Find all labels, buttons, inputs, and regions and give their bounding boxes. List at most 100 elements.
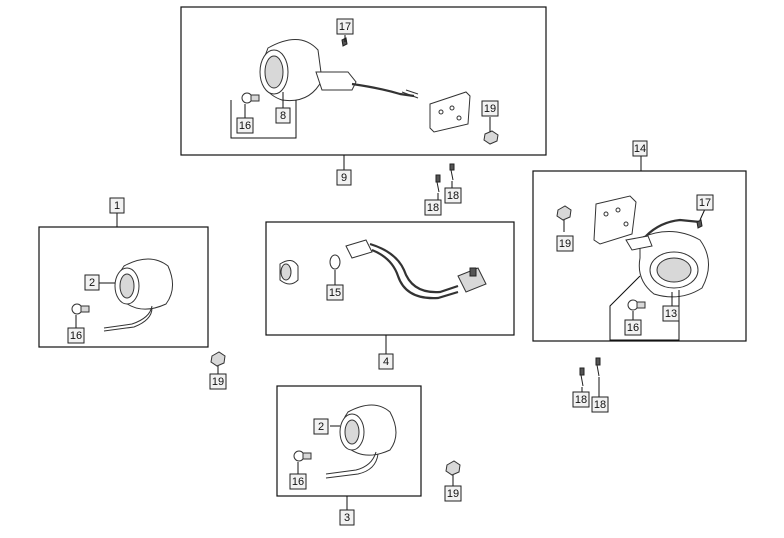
indicator-wire-end — [401, 89, 419, 99]
callout-number: 16 — [292, 476, 304, 488]
callout-number: 17 — [699, 197, 711, 209]
indicator-stem-right — [625, 235, 653, 251]
indicator-stem — [315, 71, 357, 91]
bracket-hole-1 — [438, 109, 444, 115]
callout-number: 14 — [634, 143, 646, 155]
callout-number: 18 — [594, 399, 606, 411]
callout-c16d: 16 — [624, 319, 642, 336]
callout-box — [662, 305, 680, 322]
callout-number: 19 — [447, 488, 459, 500]
assembly-4-frame — [265, 221, 515, 336]
callout-box — [326, 284, 344, 301]
callout-c8: 8 — [275, 107, 291, 124]
callout-box — [444, 485, 462, 502]
callout-c19d: 19 — [556, 235, 574, 252]
callout-c1: 1 — [109, 197, 125, 214]
harness-wire-2 — [371, 248, 459, 300]
callout-c19b: 19 — [444, 485, 462, 502]
leader-17-right — [699, 208, 706, 221]
callout-box — [289, 473, 307, 490]
screws-18-center — [435, 163, 455, 200]
callout-number: 1 — [114, 200, 120, 212]
callout-c19a: 19 — [209, 373, 227, 390]
callout-c3: 3 — [339, 509, 355, 526]
socket-15 — [345, 239, 373, 259]
screw-18-c — [579, 367, 585, 387]
bracket-line-9 — [230, 100, 297, 139]
bulb-16-a — [71, 303, 90, 315]
bracket-hole-3 — [456, 115, 462, 121]
bulb-16-right — [627, 299, 646, 311]
callout-c18a: 18 — [424, 199, 442, 216]
callout-box — [632, 140, 648, 157]
callout-c4: 4 — [378, 353, 394, 370]
screw-18-b — [449, 163, 455, 181]
wire-a — [103, 305, 153, 332]
assembly-3-group — [276, 385, 422, 510]
callout-c16c: 16 — [236, 117, 254, 134]
callout-box — [481, 100, 499, 117]
bulb-15 — [329, 254, 341, 270]
callout-box — [236, 117, 254, 134]
callout-box — [591, 396, 609, 413]
callout-c2b: 2 — [313, 418, 329, 435]
callout-c18c: 18 — [572, 391, 590, 408]
assembly-1-group — [38, 213, 209, 348]
lens-8-inner — [264, 55, 284, 89]
callout-number: 13 — [665, 308, 677, 320]
callout-c2a: 2 — [84, 274, 100, 291]
callout-box — [67, 327, 85, 344]
connector-clip — [469, 267, 477, 277]
callout-c19c: 19 — [481, 100, 499, 117]
callout-number: 16 — [239, 120, 251, 132]
callout-c13: 13 — [662, 305, 680, 322]
mounting-bracket-right — [593, 195, 637, 245]
callout-number: 18 — [427, 202, 439, 214]
callout-number: 17 — [339, 21, 351, 33]
bracket-r-hole-2 — [615, 207, 621, 213]
nut-19-top — [483, 130, 499, 145]
screws-18-right — [579, 357, 601, 397]
screw-18-a — [435, 174, 441, 193]
harness-wire-1 — [369, 242, 459, 294]
assembly-9-group — [180, 6, 547, 170]
screw-18-d — [595, 357, 601, 377]
bracket-line-14 — [609, 275, 680, 341]
callout-number: 18 — [575, 394, 587, 406]
callout-number: 16 — [70, 330, 82, 342]
bracket-hole-2 — [449, 105, 455, 111]
callout-c16a: 16 — [67, 327, 85, 344]
callout-c17a: 17 — [336, 18, 354, 35]
callout-number: 18 — [447, 190, 459, 202]
callout-box — [336, 18, 354, 35]
callout-number: 15 — [329, 287, 341, 299]
callout-box — [696, 194, 714, 211]
bulb-16-b — [293, 450, 312, 462]
mounting-bracket-top — [429, 91, 471, 133]
callout-c18d: 18 — [591, 396, 609, 413]
callout-box — [339, 509, 355, 526]
callout-box — [109, 197, 125, 214]
nut-19-bottom — [445, 460, 461, 476]
socket-cap-face — [280, 263, 292, 281]
callout-number: 3 — [344, 512, 350, 524]
callout-number: 16 — [627, 322, 639, 334]
callout-c16b: 16 — [289, 473, 307, 490]
callout-number: 19 — [559, 238, 571, 250]
bracket-r-hole-1 — [603, 211, 609, 217]
indicator-wire — [351, 82, 415, 98]
indicator-wire-right — [645, 218, 701, 237]
callout-c9: 9 — [336, 169, 352, 186]
callout-box — [444, 187, 462, 204]
callout-c17b: 17 — [696, 194, 714, 211]
callout-box — [378, 353, 394, 370]
callout-number: 19 — [484, 103, 496, 115]
callout-number: 2 — [318, 421, 324, 433]
assembly-9-frame — [180, 6, 547, 156]
callout-c14: 14 — [632, 140, 648, 157]
lens-13-inner — [656, 257, 692, 283]
assembly-1-frame — [38, 226, 209, 348]
screw-17-right — [696, 219, 703, 229]
wire-b — [325, 451, 379, 479]
